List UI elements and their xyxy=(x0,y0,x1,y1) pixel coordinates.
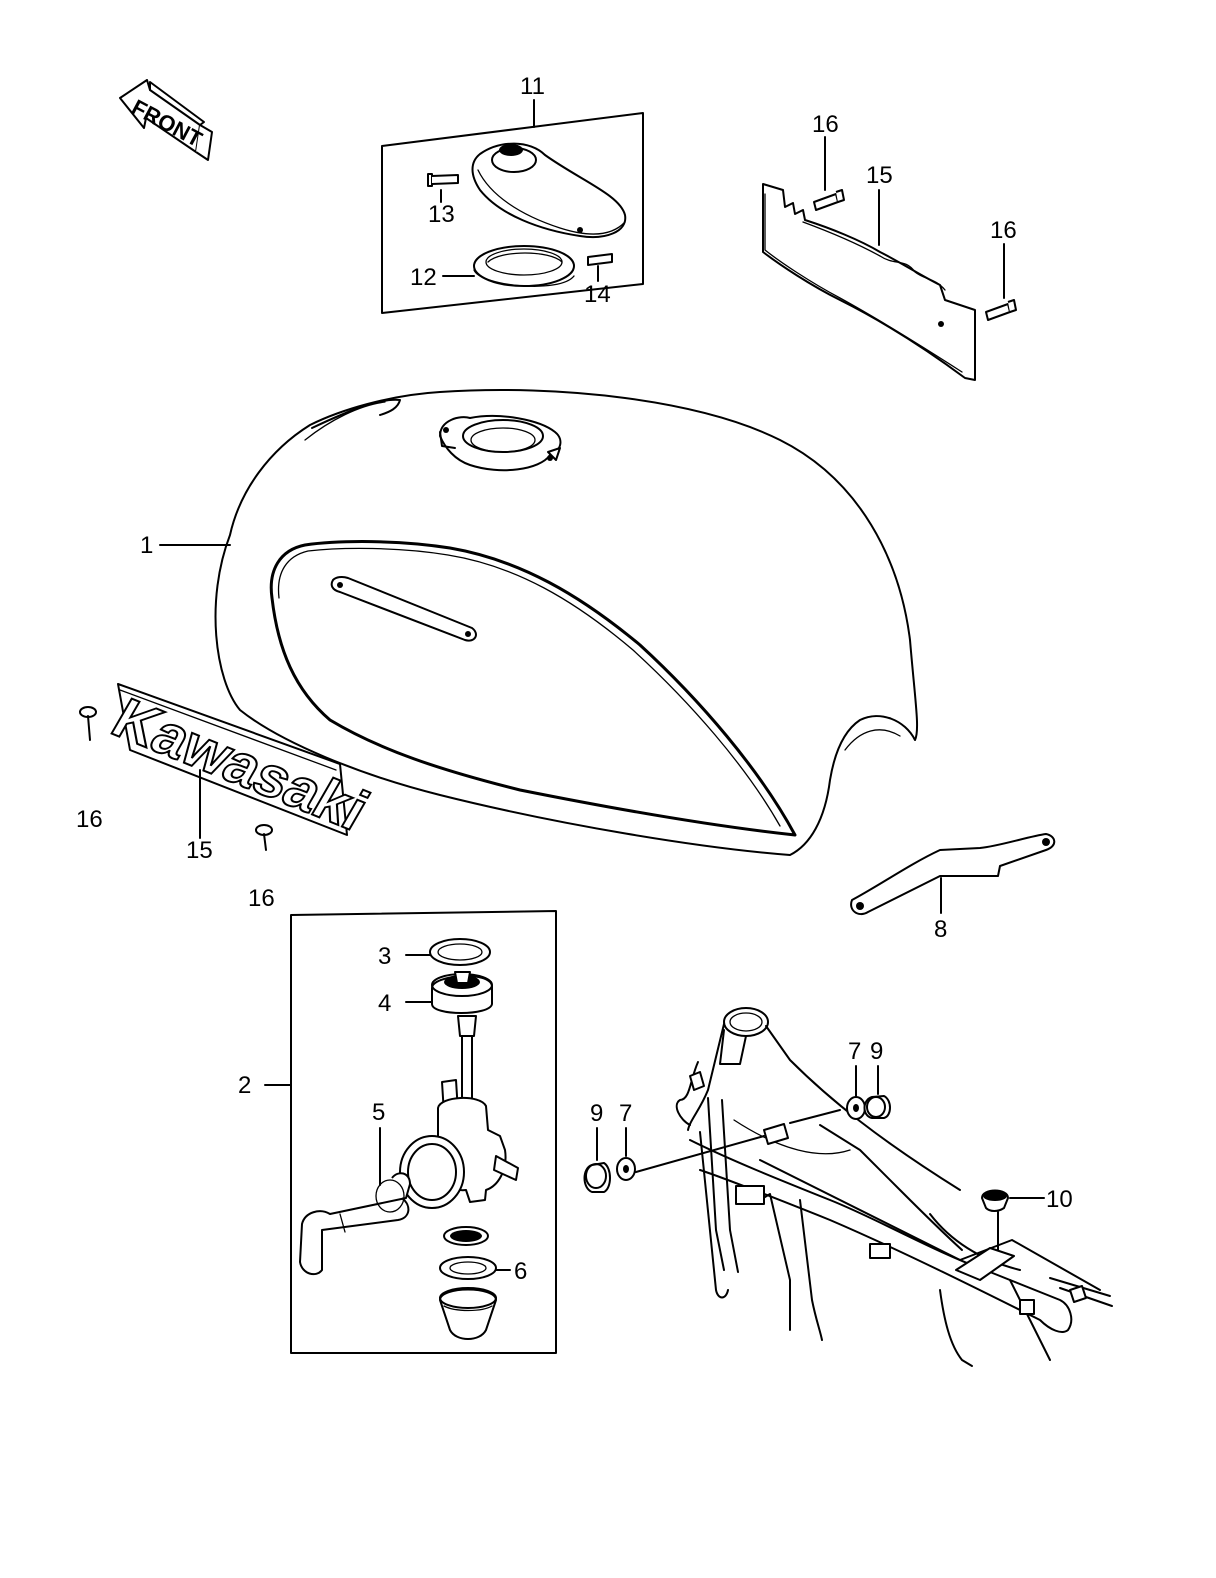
callout-7-left: 7 xyxy=(619,1100,632,1127)
fuel-cock-body xyxy=(399,1079,519,1209)
callout-9-left: 9 xyxy=(590,1100,603,1127)
cap-gasket xyxy=(473,245,575,287)
callout-16-emblem-left: 16 xyxy=(76,806,103,833)
sediment-cup xyxy=(439,1287,497,1340)
callout-2: 2 xyxy=(238,1072,251,1099)
filler-cap-group-box xyxy=(381,99,644,314)
washer-left xyxy=(616,1157,636,1181)
grommet xyxy=(981,1189,1009,1212)
damper-right xyxy=(863,1095,891,1119)
fuel-cock-gasket xyxy=(439,1256,497,1280)
fuel-cock-filter xyxy=(443,1226,489,1246)
damper-left xyxy=(583,1162,611,1193)
cap-pin xyxy=(587,253,613,266)
callout-6: 6 xyxy=(514,1258,527,1285)
callout-3: 3 xyxy=(378,943,391,970)
washer-right xyxy=(846,1096,866,1120)
callout-16-upper-right: 16 xyxy=(990,217,1017,244)
callout-15-emblem: 15 xyxy=(186,837,213,864)
callout-5: 5 xyxy=(372,1099,385,1126)
cap-screw xyxy=(427,173,459,187)
callout-7-right: 7 xyxy=(848,1038,861,1065)
fuel-tank xyxy=(214,389,919,856)
callout-13: 13 xyxy=(428,201,455,228)
tank-trim-strip xyxy=(762,183,976,381)
fuel-cock-o-ring xyxy=(429,938,491,966)
callout-16-upper-left: 16 xyxy=(812,111,839,138)
callout-15-upper: 15 xyxy=(866,162,893,189)
fuel-pipe xyxy=(461,1035,473,1109)
callout-8: 8 xyxy=(934,916,947,943)
emblem-screw-right xyxy=(255,824,273,851)
front-arrow-icon: FRONT xyxy=(119,79,213,161)
callout-1: 1 xyxy=(140,532,153,559)
tank-bracket xyxy=(850,833,1056,916)
mount-bolt xyxy=(763,1123,789,1145)
callout-16-emblem-right: 16 xyxy=(248,885,275,912)
motorcycle-frame xyxy=(675,1007,1113,1367)
filler-cap xyxy=(471,142,627,238)
strip-screw-right xyxy=(985,299,1017,321)
callout-12: 12 xyxy=(410,264,437,291)
callout-10: 10 xyxy=(1046,1186,1073,1213)
callout-14: 14 xyxy=(584,281,611,308)
fuel-cock-group-box xyxy=(264,910,557,1354)
callout-11: 11 xyxy=(520,73,545,100)
strip-screw-top xyxy=(813,189,845,211)
fuel-cock-nut xyxy=(431,971,493,1037)
fuel-cock-lever xyxy=(299,1172,411,1276)
callout-9-right: 9 xyxy=(870,1038,883,1065)
emblem-screw-left xyxy=(79,706,97,741)
callout-labels: 1 2 3 4 5 6 7 7 8 9 9 10 11 12 13 14 15 … xyxy=(76,73,1073,1285)
callout-4: 4 xyxy=(378,990,391,1017)
